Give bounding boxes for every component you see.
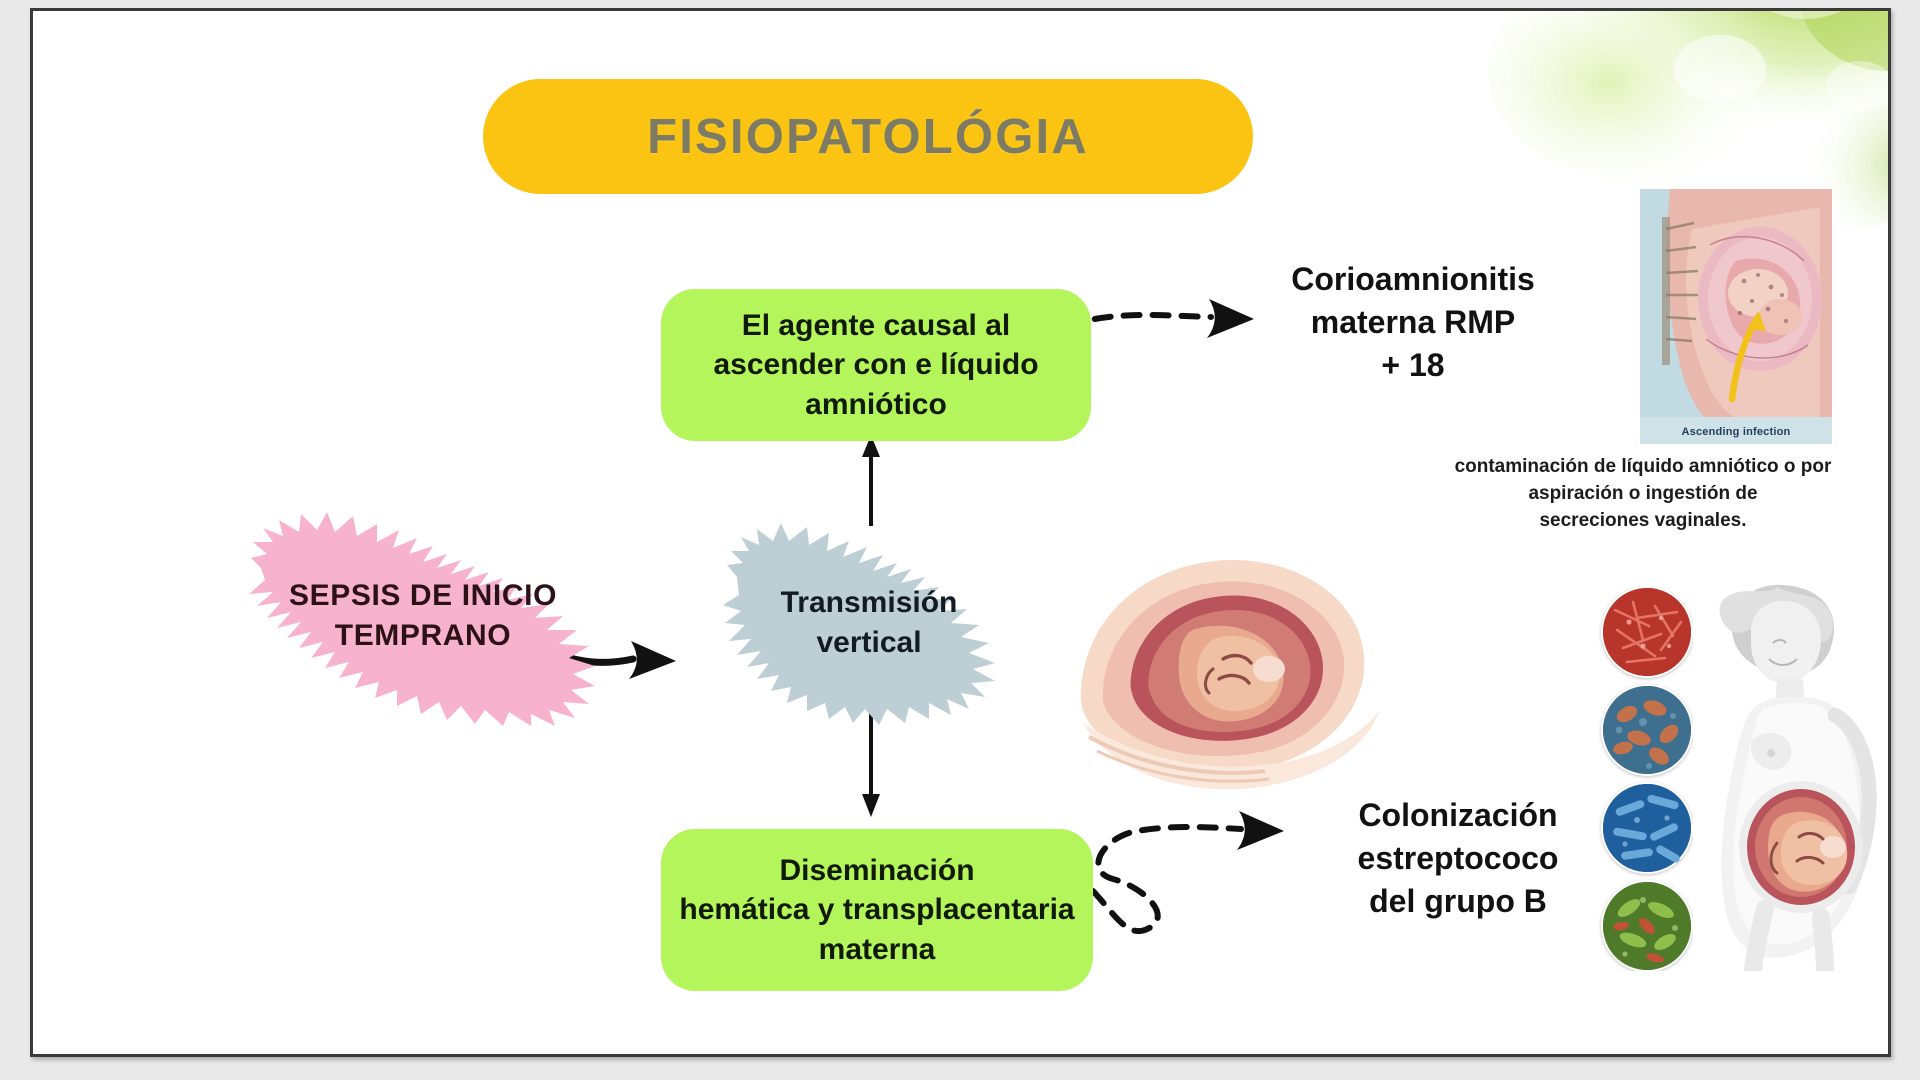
gray-label-line1: Transmisión — [780, 585, 958, 619]
green-top-line2: ascender con e líquido — [713, 348, 1039, 382]
gray-brush-blob-shape — [723, 523, 995, 725]
page-title: FISIOPATOLÓGIA — [647, 109, 1089, 164]
microbe-cocci-icon — [1603, 686, 1691, 774]
green-top-line3: amniótico — [805, 387, 947, 421]
green-bottom-line2: hemática y transplacentaria — [679, 893, 1075, 927]
callout-corioamnionitis: Corioamnionitis materna RMP + 18 — [1263, 258, 1563, 387]
green-top-line1: El agente causal al — [741, 308, 1011, 342]
fetus-in-womb-illustration — [1073, 541, 1393, 791]
green-bottom-line1: Diseminación — [779, 853, 975, 887]
caption-line2: aspiración o ingestión de — [1528, 482, 1758, 504]
gbs-line2: estreptococo — [1357, 839, 1559, 876]
green-bottom-line3: materna — [818, 932, 936, 966]
chorio-line3: + 18 — [1381, 346, 1445, 383]
chorio-line1: Corioamnionitis — [1291, 261, 1535, 297]
bacteria-micrograph-circles — [1598, 586, 1693, 971]
slide-title-banner: FISIOPATOLÓGIA — [483, 79, 1253, 194]
callout-colonizacion-estreptococo: Colonización estreptococo del grupo B — [1333, 794, 1583, 923]
gbs-line3: del grupo B — [1369, 882, 1547, 919]
ascending-infection-caption: contaminación de líquido amniótico o por… — [1433, 454, 1853, 535]
node-diseminacion-hematica[interactable]: Diseminación hemática y transplacentaria… — [661, 829, 1093, 991]
pregnant-woman-anatomy-illustration — [1673, 581, 1888, 971]
chorio-line2: materna RMP — [1310, 303, 1516, 340]
pink-brush-blob-shape — [249, 512, 595, 726]
node-label-group: Transmisión vertical — [723, 519, 1015, 727]
microbe-circle-2 — [1601, 684, 1693, 776]
caption-line1: contaminación de líquido amniótico o por — [1454, 456, 1832, 477]
microbe-bacilli-icon — [1603, 784, 1691, 872]
arrow-gray-to-green-top — [862, 435, 880, 526]
node-label-group: SEPSIS DE INICIO TEMPRANO — [243, 506, 603, 726]
arrow-green-bottom-to-gbs — [1090, 811, 1284, 935]
pink-label-line1: SEPSIS DE INICIO — [289, 578, 557, 612]
node-sepsis-de-inicio-temprano[interactable]: SEPSIS DE INICIO TEMPRANO — [243, 506, 603, 726]
node-transmision-vertical[interactable]: Transmisión vertical — [723, 519, 1015, 727]
ascending-infection-diagram-icon: Ascending infection — [1640, 189, 1832, 444]
gbs-line1: Colonización — [1358, 797, 1558, 833]
microbe-circle-3 — [1601, 782, 1693, 874]
pink-label-line2: TEMPRANO — [334, 619, 512, 652]
ascending-infection-illustration: Ascending infection — [1640, 189, 1832, 444]
microbe-mixed-flora-icon — [1603, 882, 1691, 970]
caption-line3: secreciones vaginales. — [1539, 509, 1747, 531]
node-agente-causal-ascender[interactable]: El agente causal al ascender con e líqui… — [661, 289, 1091, 441]
fetus-illustration-icon — [1080, 559, 1379, 790]
ascending-infection-label: Ascending infection — [1682, 426, 1791, 438]
microbe-rods-icon — [1603, 588, 1691, 676]
pregnant-woman-icon — [1719, 584, 1877, 971]
microbe-circle-1 — [1601, 586, 1693, 678]
slide-frame: FISIOPATOLÓGIA — [30, 8, 1891, 1057]
microbe-circle-4 — [1601, 880, 1693, 971]
gray-label-line2: vertical — [816, 626, 922, 659]
